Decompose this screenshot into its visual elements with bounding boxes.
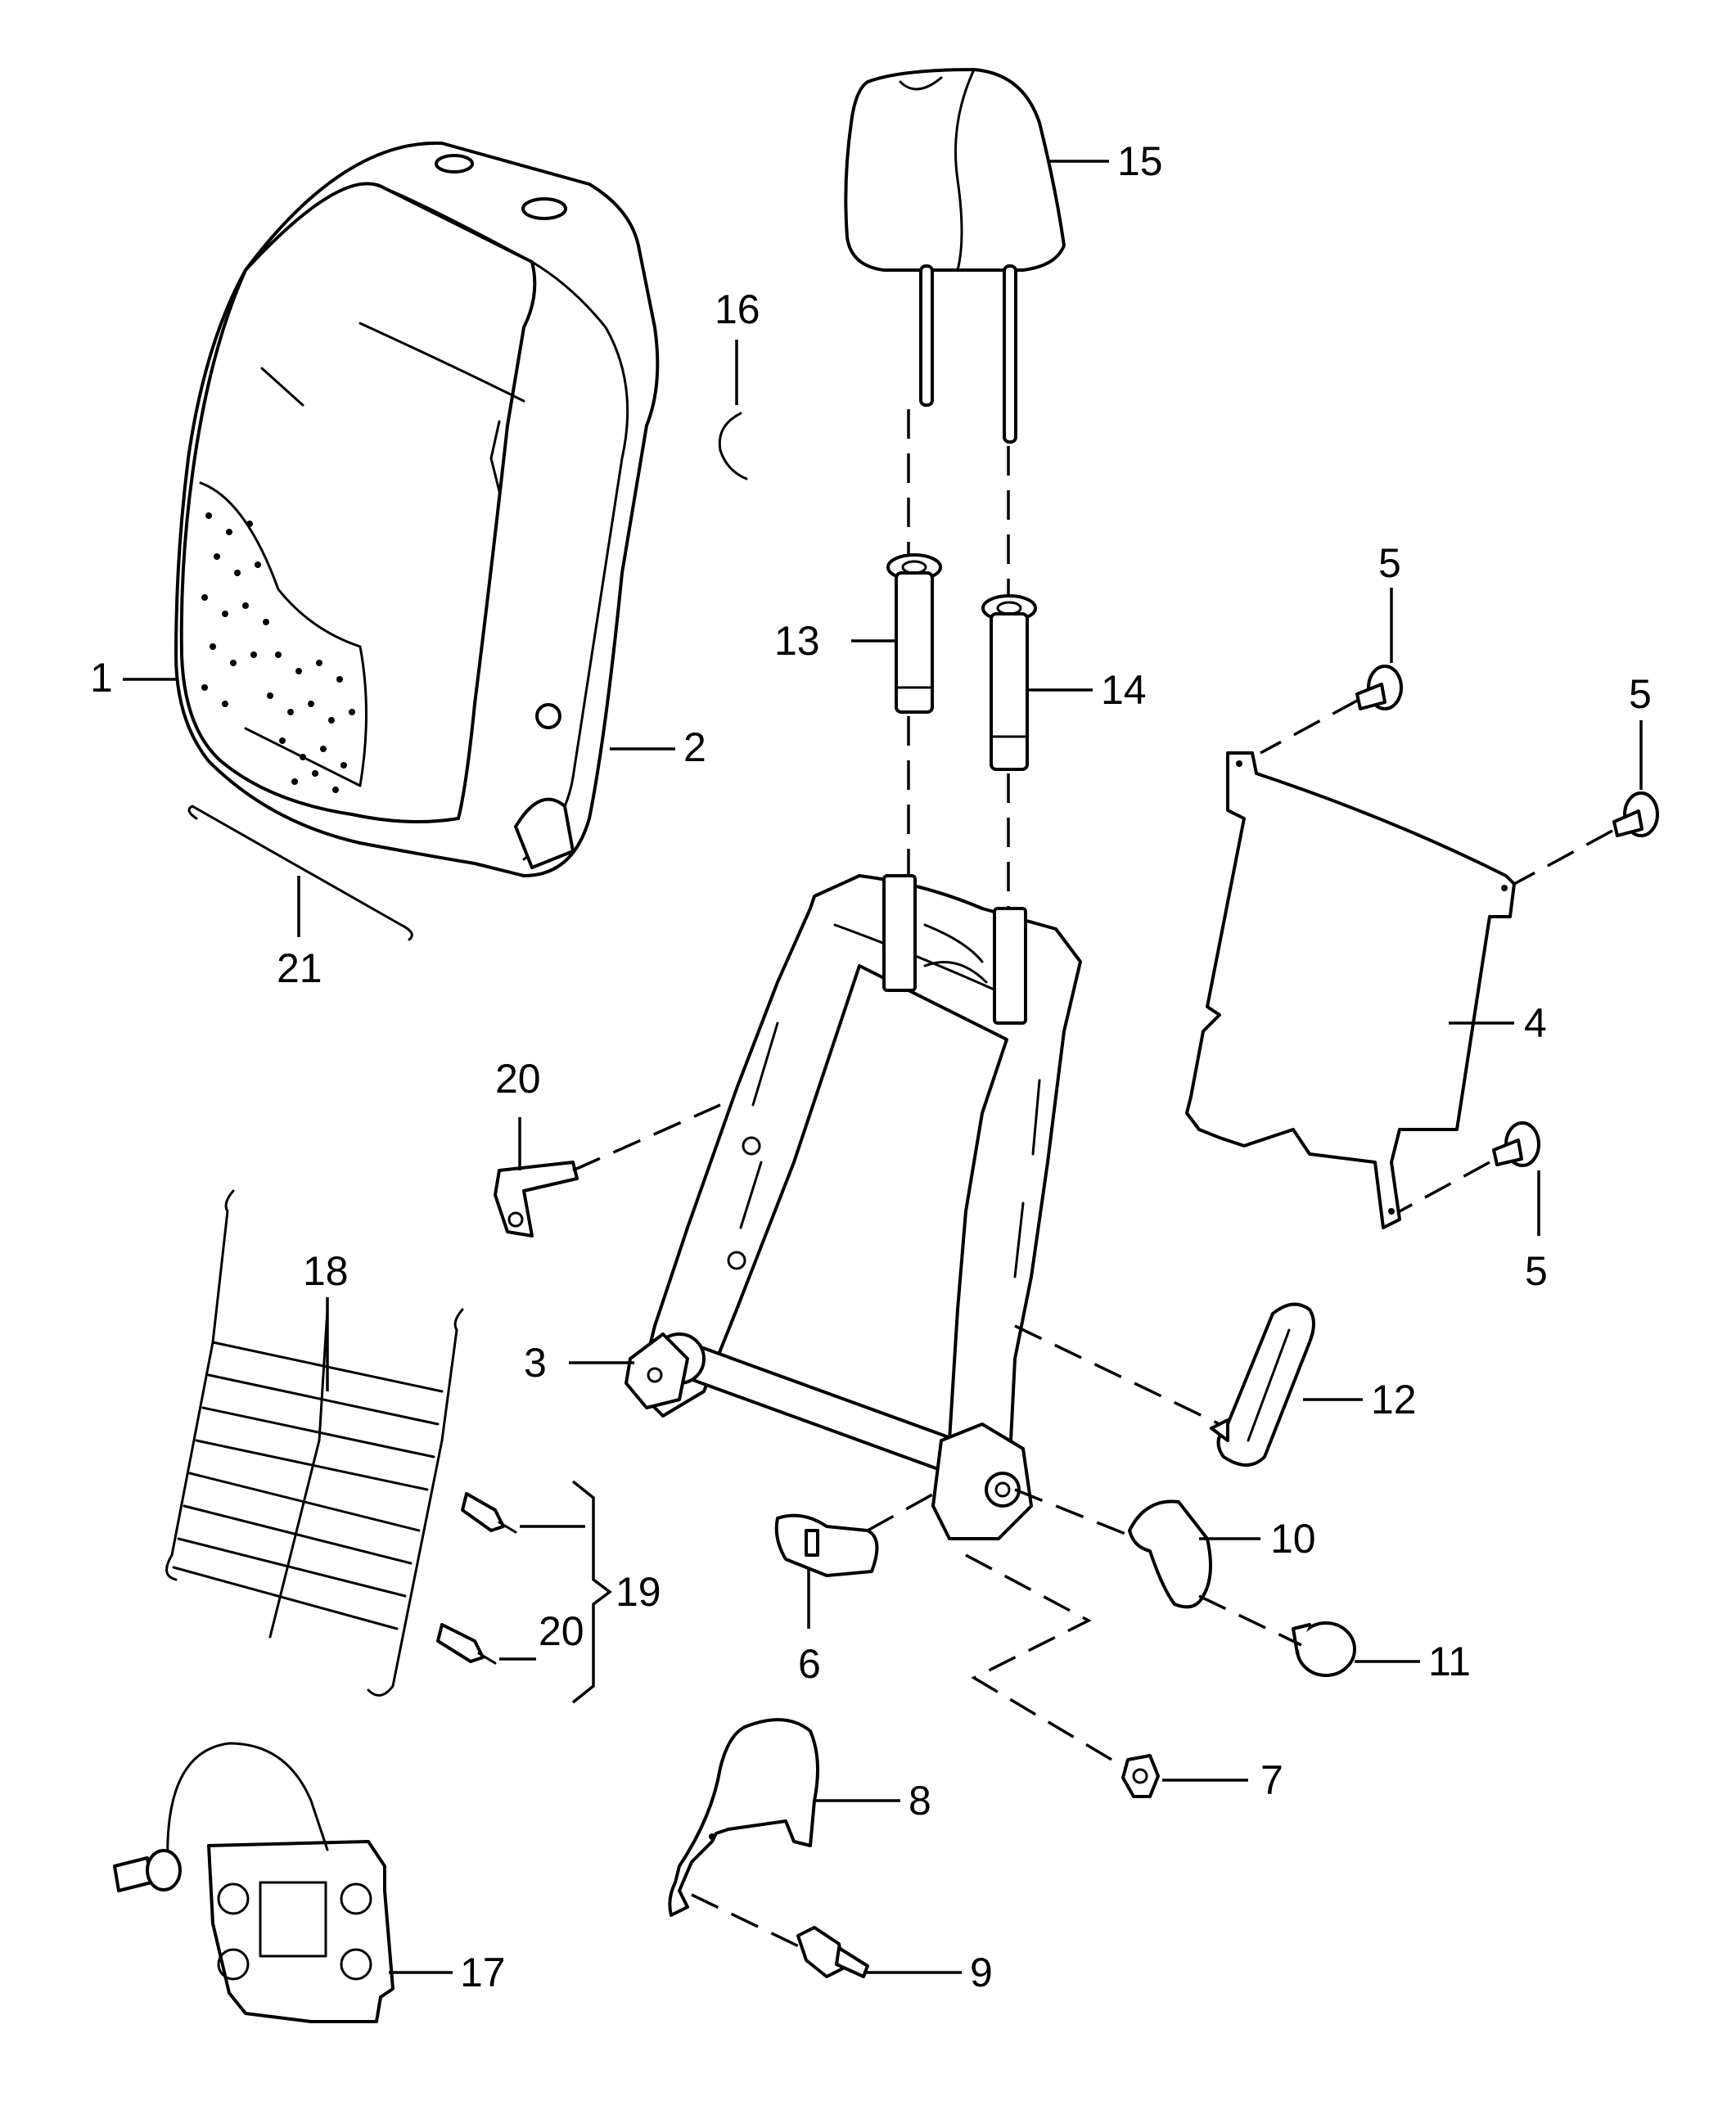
lumbar-support-part [113, 1742, 395, 2023]
clip-part [718, 412, 748, 480]
perforation-dots [201, 512, 355, 793]
end-cap-part [1292, 1621, 1356, 1677]
backrest-cover-part [174, 141, 660, 877]
callout-9: 9 [970, 1950, 993, 1995]
callout-15: 15 [1117, 138, 1163, 184]
callout-5-upper: 5 [1378, 540, 1401, 586]
release-handle-part [1210, 1302, 1315, 1467]
callout-20-lower: 20 [539, 1608, 584, 1654]
callout-18: 18 [303, 1248, 349, 1294]
recliner-lever-part [1128, 1499, 1212, 1609]
callout-10: 10 [1270, 1516, 1316, 1562]
headrest-part [844, 68, 1066, 444]
headrest-guide-part [886, 553, 1037, 771]
backrest-frame-part [625, 874, 1082, 1540]
callout-numbers: 1 2 3 4 5 5 5 6 7 8 9 10 11 12 13 14 15 … [90, 138, 1652, 1995]
callout-5-lower: 5 [1525, 1248, 1548, 1294]
spring-mat-part [165, 1189, 464, 1697]
callout-16: 16 [715, 286, 760, 332]
callout-2: 2 [683, 724, 706, 770]
back-panel-part [1185, 751, 1516, 1229]
assembly-dashed-lines [572, 409, 1613, 1950]
cover-bracket-part [774, 1513, 879, 1577]
callout-20-upper: 20 [495, 1056, 541, 1102]
callout-21: 21 [277, 945, 322, 991]
leader-lines [123, 160, 1643, 1974]
pin-part [436, 1492, 517, 1665]
callout-17: 17 [460, 1950, 506, 1995]
screw-part [1355, 665, 1659, 1167]
clip-bracket-part [494, 1161, 579, 1238]
bolt-part [1121, 1754, 1160, 1798]
callout-11: 11 [1428, 1639, 1471, 1684]
callout-13: 13 [774, 618, 820, 664]
callout-5-right: 5 [1629, 671, 1652, 717]
callout-6: 6 [798, 1641, 821, 1687]
callout-12: 12 [1371, 1377, 1417, 1422]
expansion-rivet-part [796, 1926, 869, 1978]
callout-3: 3 [524, 1340, 547, 1386]
callout-4: 4 [1524, 1000, 1547, 1046]
side-cover-part [668, 1718, 819, 1917]
callout-19: 19 [615, 1569, 661, 1615]
callout-8: 8 [909, 1778, 931, 1824]
callout-1: 1 [90, 655, 113, 701]
callout-14: 14 [1101, 667, 1147, 713]
wire-rod-part [187, 805, 413, 941]
callout-7: 7 [1260, 1757, 1283, 1803]
